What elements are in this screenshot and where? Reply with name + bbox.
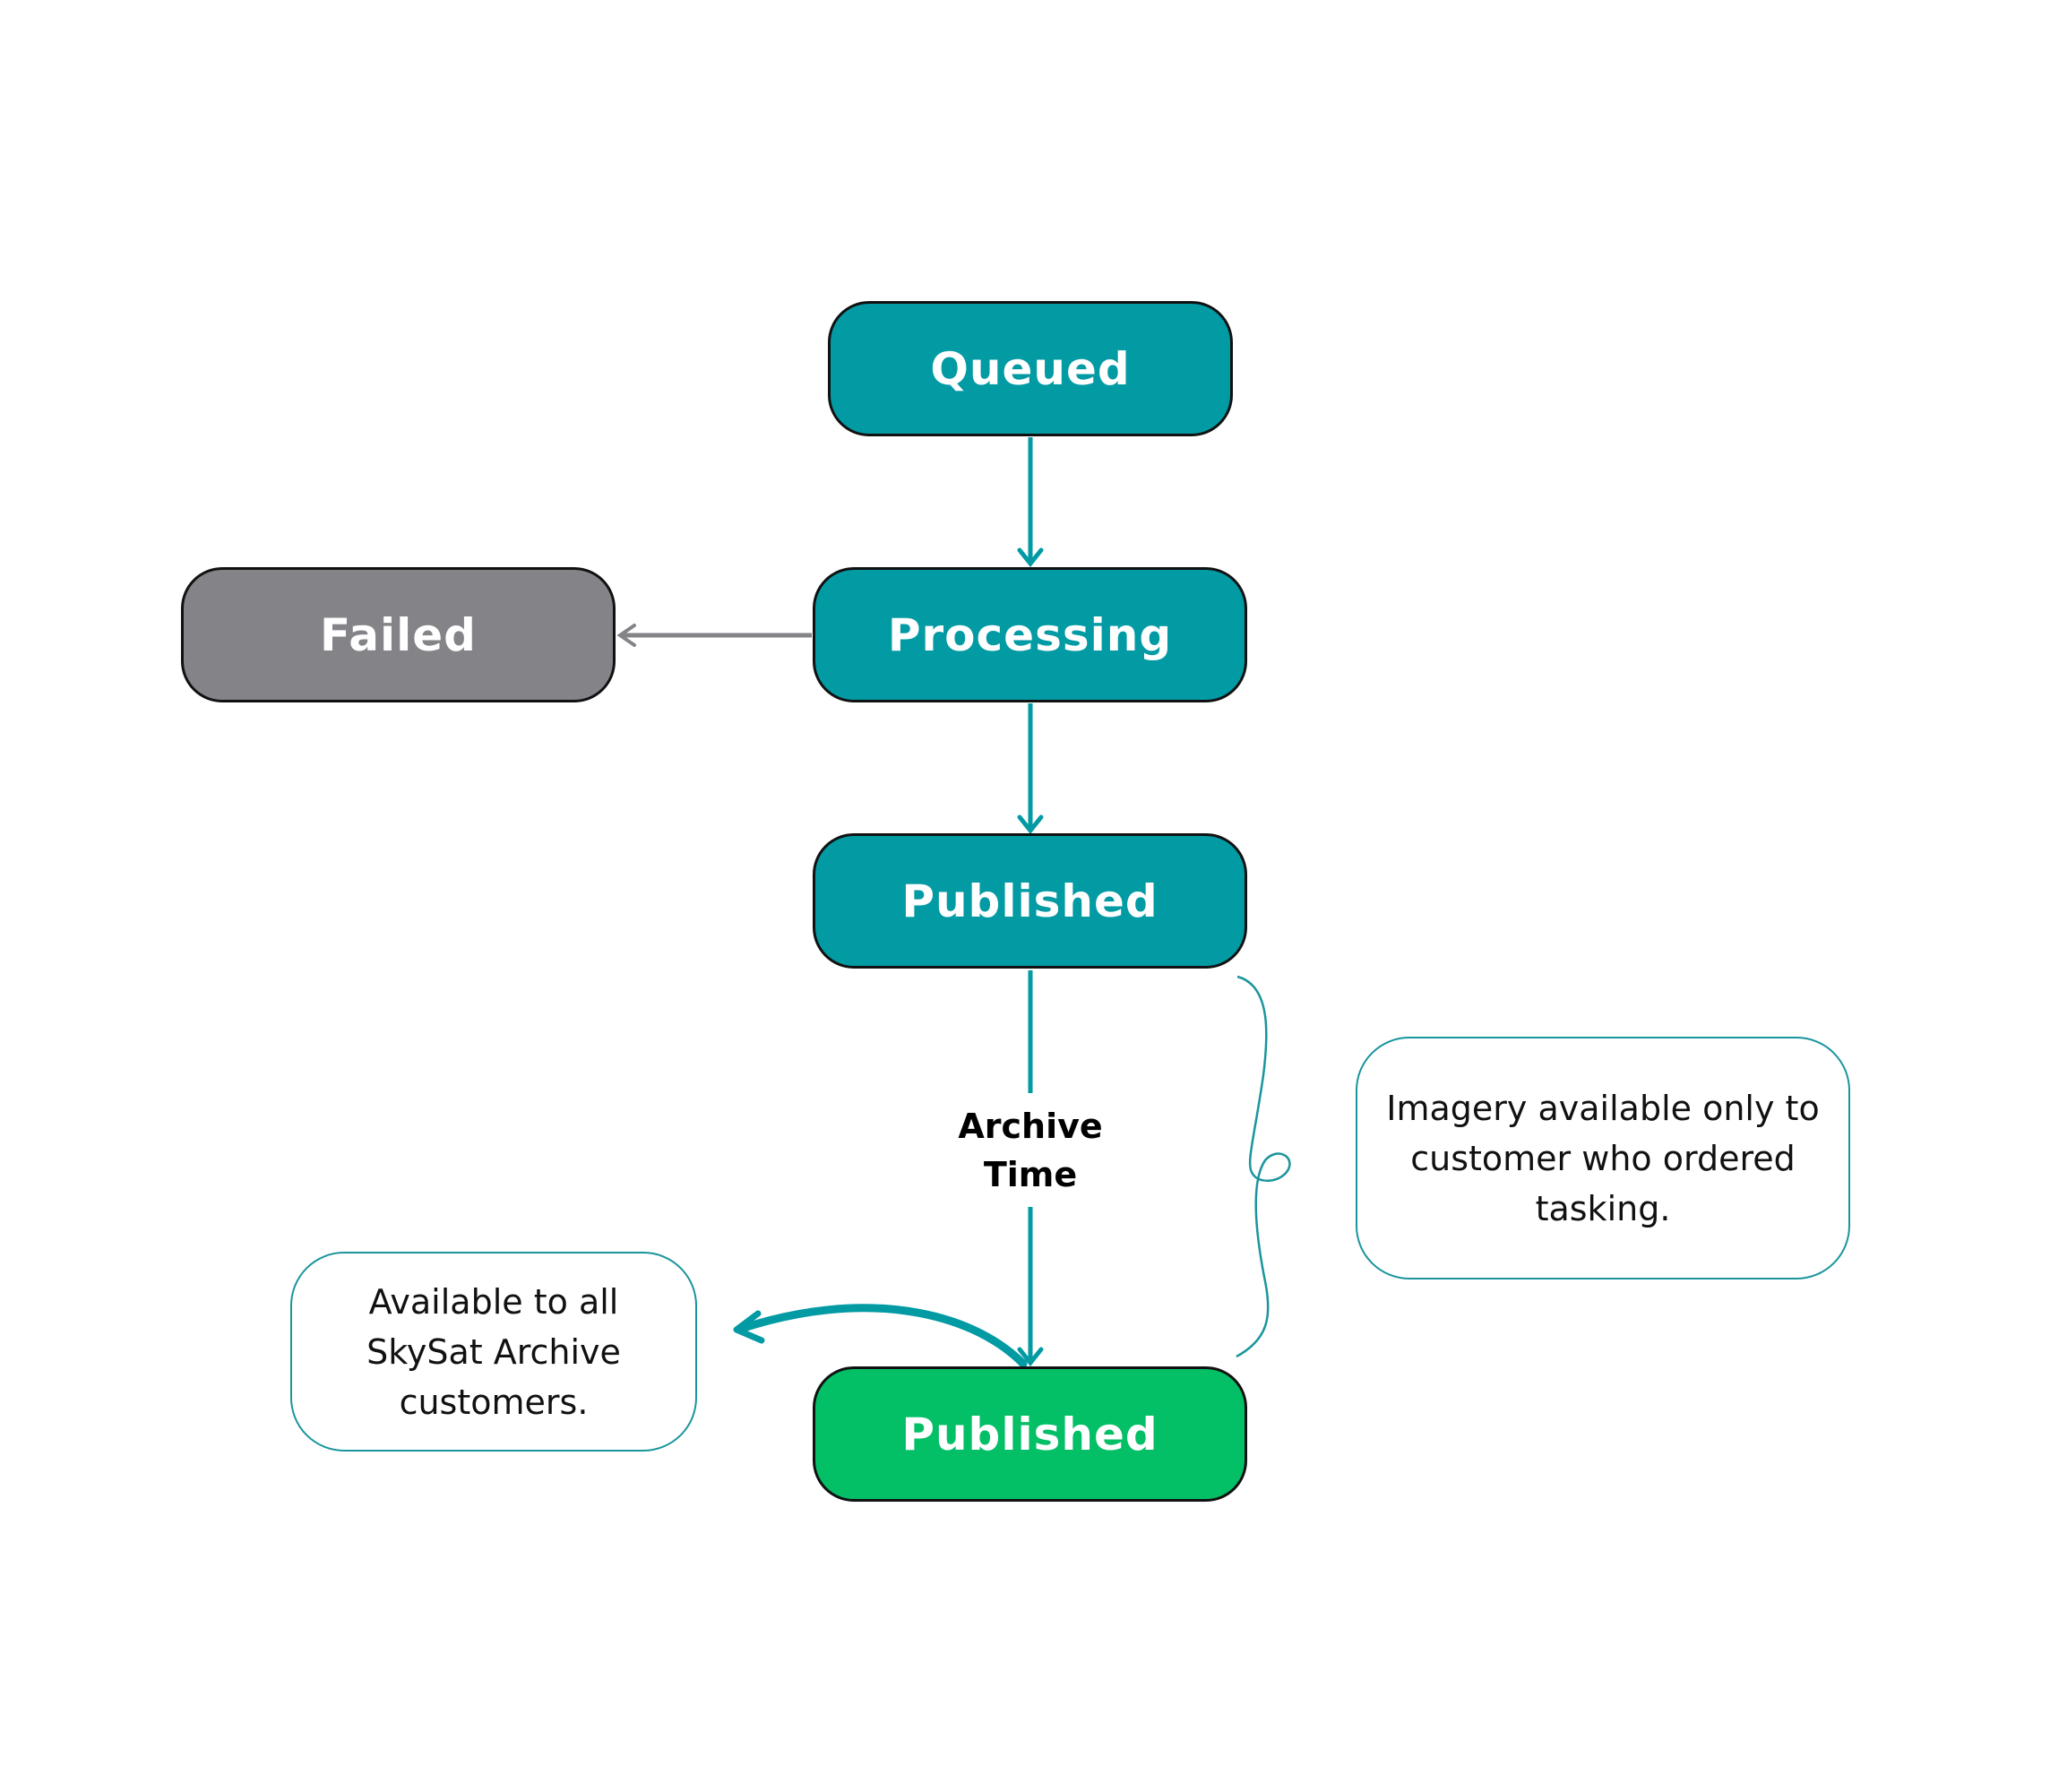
node-processing[interactable]: Processing (813, 567, 1247, 702)
node-label: Failed (320, 608, 477, 661)
node-failed[interactable]: Failed (181, 567, 616, 702)
note-private-imagery: Imagery available only to customer who o… (1356, 1037, 1850, 1279)
edge-label-line: Time (983, 1155, 1078, 1194)
note-archive-availability: Available to all SkySat Archive customer… (290, 1252, 697, 1452)
arrowhead-icon (1017, 547, 1044, 568)
arrowhead-icon (1017, 814, 1044, 835)
node-queued[interactable]: Queued (828, 301, 1233, 436)
note-text: Available to all SkySat Archive customer… (366, 1281, 621, 1422)
arrowhead-icon (1017, 1347, 1044, 1367)
note-text: Imagery available only to customer who o… (1386, 1088, 1820, 1228)
node-label: Processing (887, 608, 1173, 661)
node-published-private[interactable]: Published (813, 833, 1247, 969)
edge-label-line: Archive (958, 1107, 1103, 1146)
node-published-archive[interactable]: Published (813, 1366, 1247, 1502)
curved-arrow-to-archive-note (739, 1304, 1028, 1368)
edge-label-archive-time: Archive Time (932, 1102, 1129, 1199)
node-label: Queued (930, 342, 1131, 395)
arrowhead-icon (733, 1310, 765, 1344)
node-label: Published (901, 874, 1159, 927)
node-label: Published (901, 1408, 1159, 1460)
curly-brace-icon (1236, 975, 1291, 1358)
arrowhead-icon (616, 624, 636, 647)
